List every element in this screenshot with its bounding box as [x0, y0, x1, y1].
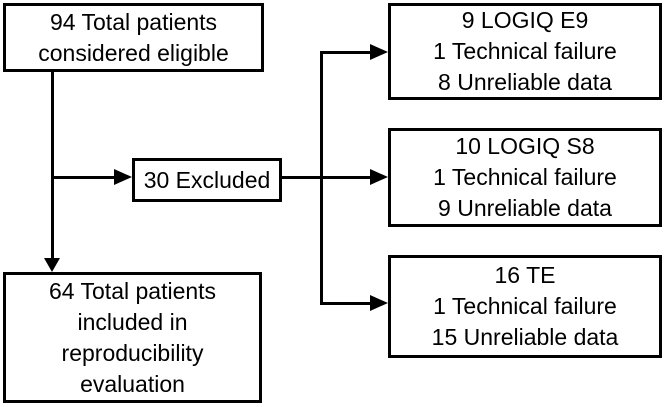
- eligible-patients-box: 94 Total patients considered eligible: [3, 3, 264, 72]
- arrowhead-into-te-icon: [370, 295, 388, 311]
- included-patients-line-4: evaluation: [80, 370, 185, 397]
- included-patients-line-3: reproducibility: [61, 339, 204, 366]
- connector-branch-to-te-horizontal: [320, 302, 372, 305]
- logiq-s8-line-2: 1 Technical failure: [433, 164, 617, 190]
- logiq-s8-line-3: 9 Unreliable data: [438, 195, 612, 221]
- arrowhead-into-logiq-s8-icon: [370, 169, 388, 185]
- excluded-box: 30 Excluded: [132, 158, 282, 202]
- logiq-s8-box: 10 LOGIQ S8 1 Technical failure 9 Unreli…: [388, 128, 662, 227]
- connector-branch-vertical: [320, 51, 323, 305]
- logiq-e9-line-2: 1 Technical failure: [433, 38, 617, 64]
- connector-excluded-to-s8-horizontal: [282, 176, 372, 179]
- connector-branch-to-e9-horizontal: [320, 51, 372, 54]
- arrowhead-into-included-icon: [44, 258, 60, 272]
- arrowhead-into-excluded-icon: [114, 169, 132, 185]
- te-line-2: 1 Technical failure: [433, 293, 617, 319]
- logiq-s8-line-1: 10 LOGIQ S8: [455, 133, 595, 159]
- eligible-patients-line-1: 94 Total patients: [49, 8, 218, 35]
- eligible-patients-line-2: considered eligible: [38, 39, 229, 66]
- excluded-line-1: 30 Excluded: [143, 166, 271, 193]
- connector-to-excluded-horizontal: [51, 176, 115, 179]
- logiq-e9-line-1: 9 LOGIQ E9: [461, 7, 589, 33]
- included-patients-line-2: included in: [77, 308, 188, 335]
- te-box: 16 TE 1 Technical failure 15 Unreliable …: [388, 255, 662, 358]
- te-line-1: 16 TE: [494, 262, 556, 288]
- te-line-3: 15 Unreliable data: [431, 324, 619, 350]
- included-patients-line-1: 64 Total patients: [48, 277, 217, 304]
- logiq-e9-box: 9 LOGIQ E9 1 Technical failure 8 Unrelia…: [388, 3, 662, 100]
- included-patients-box: 64 Total patients included in reproducib…: [3, 272, 262, 403]
- logiq-e9-line-3: 8 Unreliable data: [438, 69, 612, 95]
- arrowhead-into-logiq-e9-icon: [370, 44, 388, 60]
- connector-eligible-to-included-vertical: [51, 72, 54, 260]
